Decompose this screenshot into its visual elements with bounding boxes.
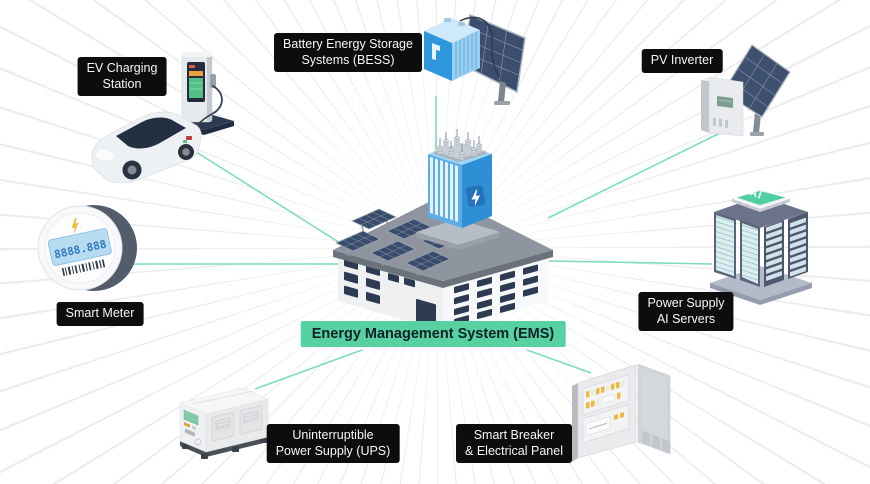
ev-charger [172, 52, 234, 145]
label-line: & Electrical Panel [465, 443, 563, 458]
breaker-panels [582, 373, 630, 444]
link-ai-servers [548, 260, 713, 265]
bess-illustration [424, 13, 526, 105]
ai-servers-illustration: AI [710, 186, 812, 305]
label-line: Smart Breaker [473, 428, 555, 442]
label-pv-inverter: PV Inverter [641, 49, 723, 73]
link-ups [254, 349, 363, 390]
building-windows-right [454, 264, 538, 326]
ai-chip-label: AI [748, 186, 764, 202]
ems-center-label: Energy Management System (EMS) [300, 321, 566, 347]
label-line: Uninterruptible [292, 428, 374, 442]
label-line: Battery Energy Storage [283, 37, 413, 51]
label-line: EV Charging [86, 61, 158, 75]
ai-chip: AI [730, 186, 792, 212]
battery [424, 18, 480, 81]
label-ai-servers: Power Supply AI Servers [638, 292, 734, 332]
ups-front-panel [183, 409, 199, 437]
link-ev [192, 149, 341, 244]
pv-inverter-illustration [701, 44, 791, 137]
electric-car [91, 111, 202, 184]
label-line: PV Inverter [650, 53, 714, 67]
breaker-switches [586, 379, 625, 409]
label-smart-breaker: Smart Breaker & Electrical Panel [456, 424, 572, 464]
ups-illustration [179, 387, 269, 459]
link-smart-breaker [526, 349, 592, 374]
lightning-bolt-icon [471, 189, 480, 207]
server-racks [714, 212, 808, 287]
label-ups: Uninterruptible Power Supply (UPS) [266, 424, 400, 464]
label-line: Power Supply [647, 296, 725, 310]
ev-charging-station-illustration [91, 52, 234, 184]
lightning-badge [465, 185, 486, 207]
ups-screen [183, 409, 199, 426]
link-pv-inverter [547, 130, 725, 219]
smart-meter-illustration: 8888.888 [37, 205, 137, 291]
ems-building-illustration [333, 128, 553, 331]
inverter-unit [701, 76, 744, 137]
smart-breaker-illustration [572, 363, 671, 462]
label-smart-meter: Smart Meter [56, 302, 144, 326]
building-door [416, 298, 436, 329]
label-line: AI Servers [656, 311, 716, 326]
inverter-screen [717, 96, 733, 108]
label-line: Power Supply (UPS) [275, 443, 391, 458]
car-glass [116, 117, 186, 149]
ups-side-doors [211, 405, 263, 442]
label-line: Station [102, 76, 142, 91]
battery-cable [459, 16, 501, 78]
bolt-icon [71, 218, 79, 234]
label-line: Systems (BESS) [301, 52, 395, 67]
label-ev-charging-station: EV Charging Station [77, 57, 167, 97]
panel-door [637, 363, 671, 455]
transformer [416, 128, 500, 250]
meter-lcd [47, 228, 112, 266]
label-line: Smart Meter [65, 306, 135, 320]
label-bess: Battery Energy Storage Systems (BESS) [274, 33, 422, 73]
barcode [61, 259, 106, 277]
